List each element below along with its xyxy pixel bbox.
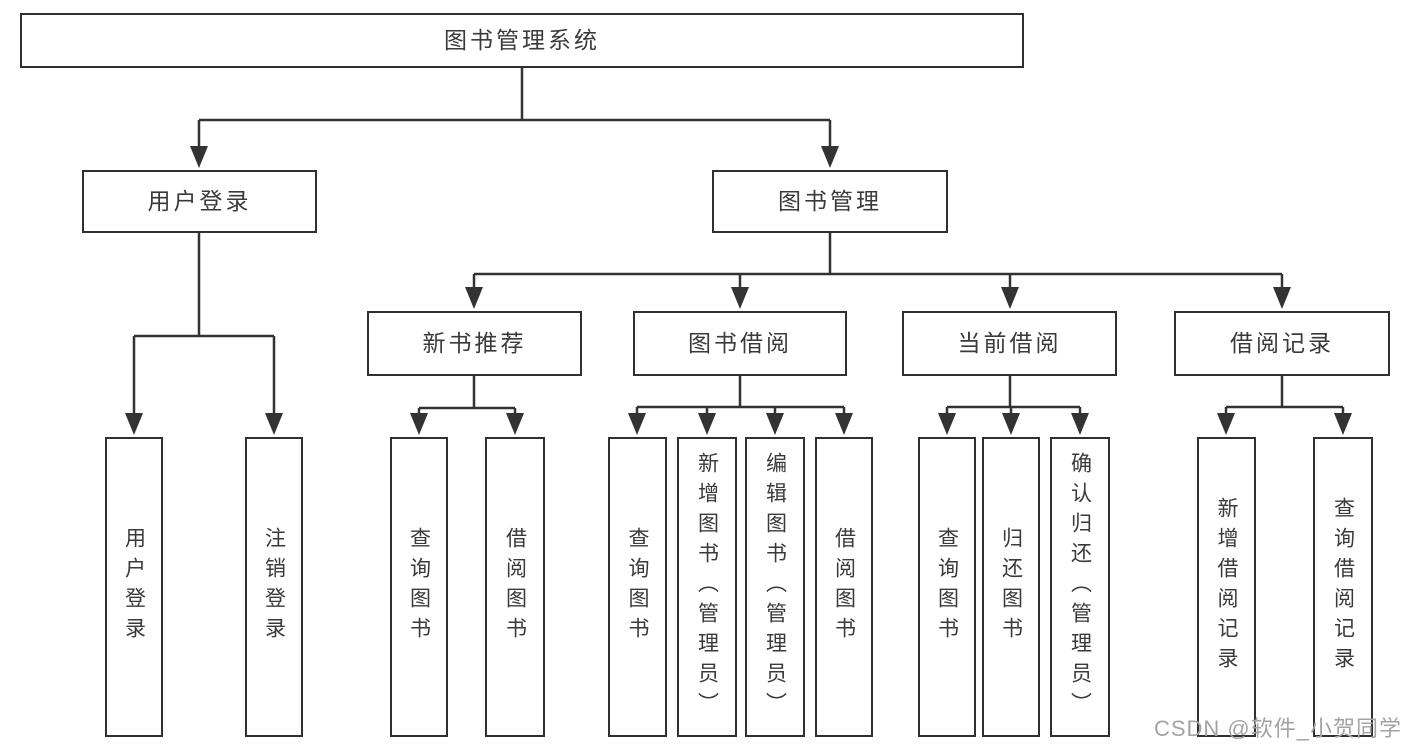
node-current-borrow: 当前借阅 [902,311,1117,376]
arrow-down-icon [766,413,784,435]
arrow-down-icon [821,146,839,168]
arrow-down-icon [835,413,853,435]
node-book-borrow: 图书借阅 [633,311,847,376]
arrow-down-icon [465,287,483,309]
connector-segments [132,68,1345,415]
leaf-query-books-current: 查询图书 [918,437,976,737]
node-borrow-records: 借阅记录 [1174,311,1390,376]
arrow-down-icon [731,287,749,309]
arrow-down-icon [506,413,524,435]
arrow-down-icon [938,413,956,435]
node-user-login: 用户登录 [82,170,317,233]
arrow-down-icon [190,146,208,168]
leaf-query-books-borrow: 查询图书 [608,437,667,737]
leaf-add-book-admin: 新增图书（管理员） [677,437,737,737]
arrow-down-icon [410,413,428,435]
leaf-logout: 注销登录 [245,437,303,737]
arrow-down-icon [1001,287,1019,309]
arrow-down-icon [628,413,646,435]
arrow-down-icon [698,413,716,435]
arrow-down-icon [125,413,143,435]
arrow-down-icon [1273,287,1291,309]
leaf-confirm-return-admin: 确认归还（管理员） [1050,437,1110,737]
arrow-down-icon [1002,413,1020,435]
arrowhead-icons [125,146,1352,435]
node-new-book-recommend: 新书推荐 [367,311,582,376]
arrow-down-icon [1217,413,1235,435]
arrow-down-icon [265,413,283,435]
leaf-query-books-recommend: 查询图书 [390,437,448,737]
leaf-borrow-books: 借阅图书 [815,437,873,737]
leaf-user-login: 用户登录 [105,437,163,737]
arrow-down-icon [1071,413,1089,435]
leaf-add-borrow-record: 新增借阅记录 [1197,437,1256,737]
leaf-query-borrow-record: 查询借阅记录 [1313,437,1373,737]
csdn-watermark: CSDN @软件_小贺同学 [1153,716,1402,741]
leaf-borrow-books-recommend: 借阅图书 [485,437,545,737]
leaf-edit-book-admin: 编辑图书（管理员） [745,437,805,737]
arrow-down-icon [1334,413,1352,435]
node-root-system: 图书管理系统 [20,13,1024,68]
leaf-return-book: 归还图书 [982,437,1040,737]
node-book-management: 图书管理 [712,170,948,233]
